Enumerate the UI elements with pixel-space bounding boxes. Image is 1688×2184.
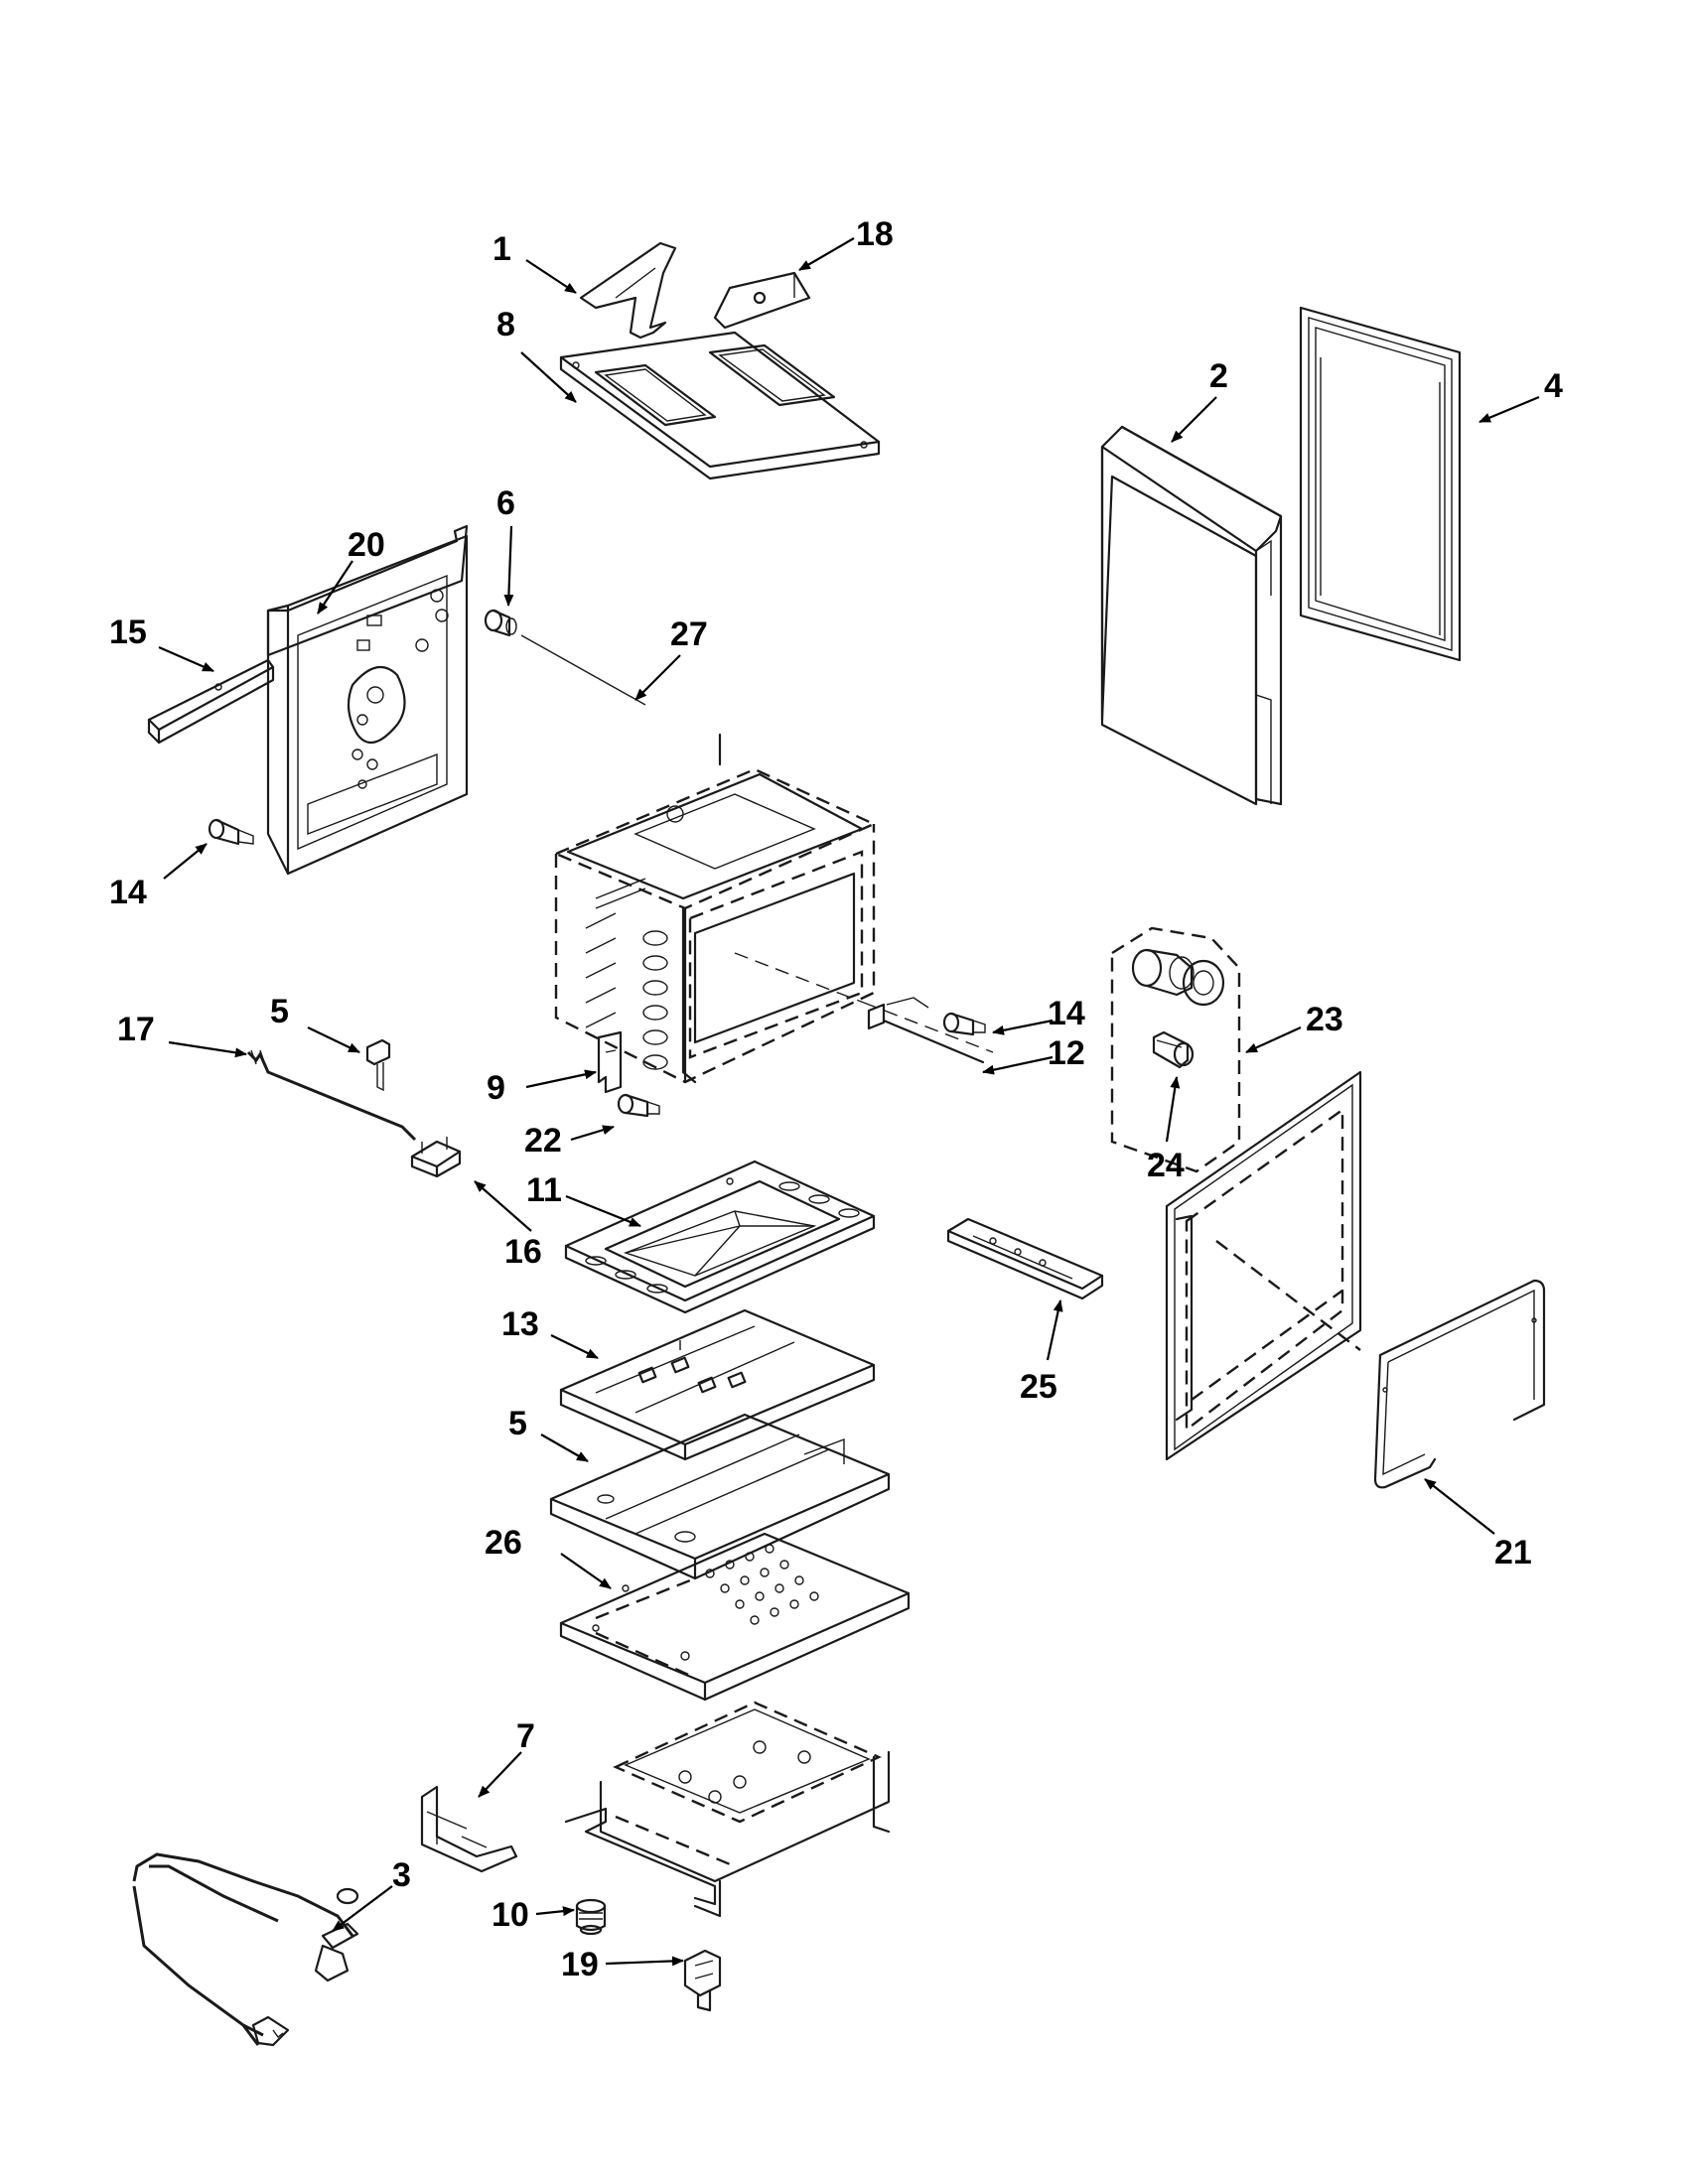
callout-14-left: 14 xyxy=(109,874,147,911)
callout-26: 26 xyxy=(485,1524,522,1562)
callout-9: 9 xyxy=(487,1069,505,1107)
part-13-tray xyxy=(559,1308,876,1461)
part-26-bottom-panel xyxy=(559,1532,911,1702)
part-16-clip xyxy=(410,1137,462,1178)
part-5-screw xyxy=(365,1038,391,1092)
oven-cavity xyxy=(552,733,877,1084)
callout-23: 23 xyxy=(1306,1001,1343,1038)
part-10-foot xyxy=(575,1898,607,1936)
part-18-bracket xyxy=(713,271,811,330)
oven-door-frame xyxy=(1165,1070,1362,1461)
callout-18: 18 xyxy=(856,215,894,253)
part-6-spacer xyxy=(484,609,517,637)
callout-10: 10 xyxy=(492,1896,529,1934)
callout-2: 2 xyxy=(1209,357,1228,395)
callout-13: 13 xyxy=(501,1305,539,1343)
part-27-rod xyxy=(520,634,646,706)
part-19-foot xyxy=(683,1949,722,2012)
part-23-knob-assembly xyxy=(1110,926,1241,1173)
part-3-power-cord xyxy=(132,1852,359,2047)
part-24-knob-shaft xyxy=(1152,1030,1195,1069)
part-22-screw xyxy=(617,1093,660,1118)
callout-4: 4 xyxy=(1544,367,1563,405)
part-9-bracket xyxy=(597,1030,623,1094)
callout-17: 17 xyxy=(117,1011,155,1048)
part-17-wire xyxy=(246,1049,417,1142)
callout-15: 15 xyxy=(109,614,147,651)
base-frame xyxy=(564,1701,891,1918)
callout-5-panel: 5 xyxy=(508,1405,527,1442)
callout-24: 24 xyxy=(1147,1147,1185,1184)
part-1-bracket xyxy=(579,241,677,340)
part-11-broil-plate xyxy=(564,1160,876,1314)
part-2-side-panel xyxy=(1100,425,1283,806)
callout-3: 3 xyxy=(392,1856,411,1894)
part-14-screw-left xyxy=(208,818,254,846)
callout-1: 1 xyxy=(492,230,511,268)
part-12-sensor xyxy=(863,997,994,1064)
part-15-rail xyxy=(147,658,275,745)
callout-19: 19 xyxy=(561,1946,599,1983)
callout-6: 6 xyxy=(496,484,515,522)
callout-25: 25 xyxy=(1020,1368,1057,1406)
part-21-door-gasket xyxy=(1373,1279,1546,1489)
callout-labels: 1 18 8 2 4 6 20 15 27 14 5 17 16 9 22 11… xyxy=(109,215,1563,1983)
callout-20: 20 xyxy=(348,526,385,564)
callout-14-right: 14 xyxy=(1048,995,1085,1032)
callout-22: 22 xyxy=(524,1122,562,1160)
callout-8: 8 xyxy=(496,306,515,343)
callout-5-screw: 5 xyxy=(270,993,289,1030)
leader-lines xyxy=(158,237,1540,1967)
part-25-bracket xyxy=(946,1217,1104,1300)
part-5-panel xyxy=(549,1413,891,1580)
part-7-bracket xyxy=(420,1785,518,1873)
callout-12: 12 xyxy=(1048,1034,1085,1072)
callout-7: 7 xyxy=(516,1717,535,1755)
part-20-rear-panel xyxy=(266,524,469,876)
part-8-top-panel xyxy=(559,331,881,480)
callout-11: 11 xyxy=(526,1171,562,1209)
callout-27: 27 xyxy=(670,615,708,653)
callout-21: 21 xyxy=(1494,1534,1532,1571)
callout-16: 16 xyxy=(504,1233,542,1271)
part-4-door-frame xyxy=(1299,306,1462,662)
part-14-screw-right xyxy=(942,1012,986,1036)
